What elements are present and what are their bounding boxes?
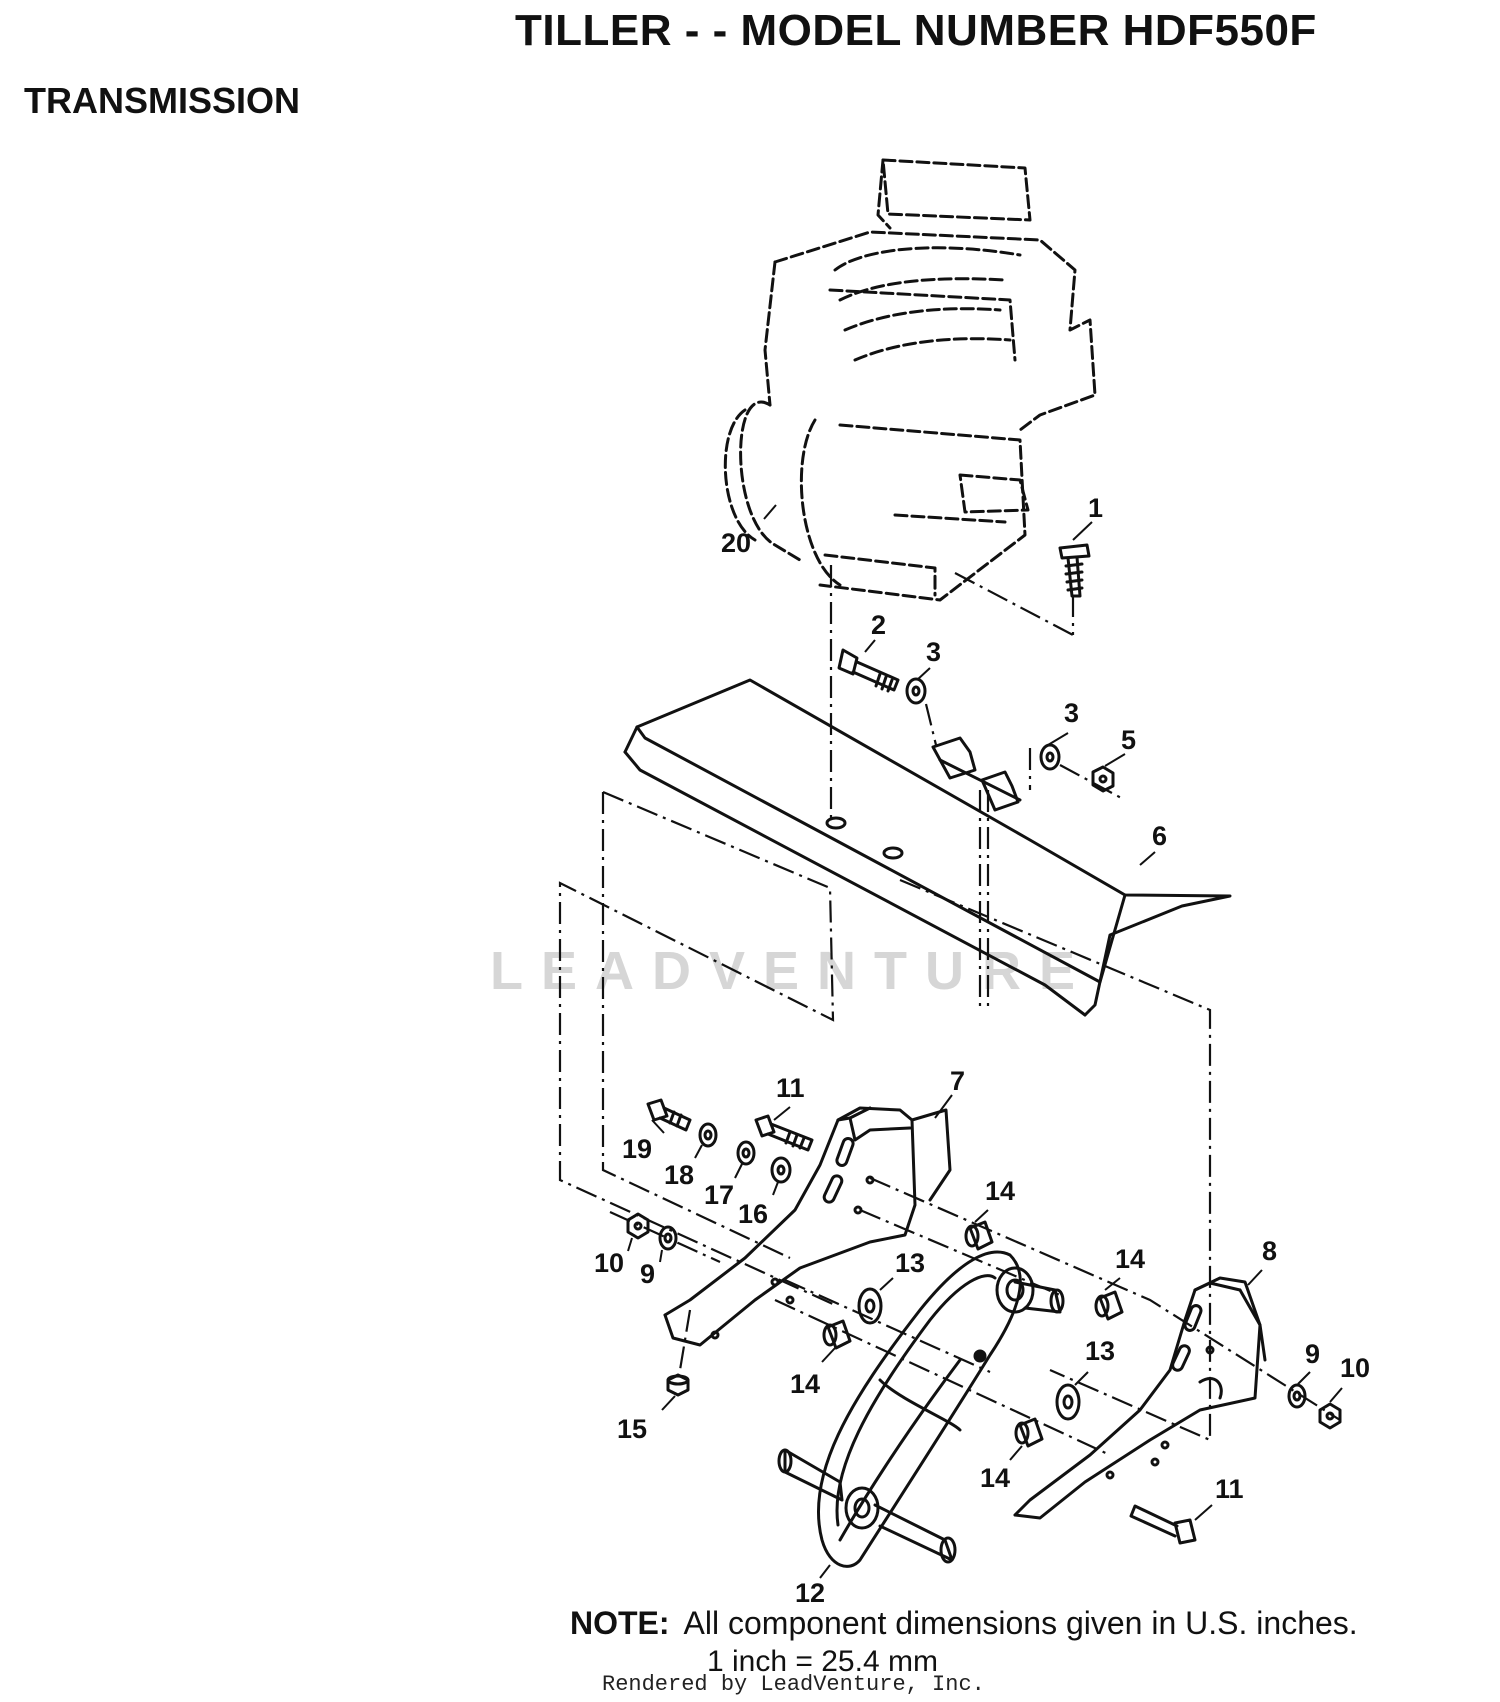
tine-shield [623, 678, 1232, 1017]
bolt-11-lower [1129, 1504, 1197, 1545]
callout-20: 20 [721, 528, 751, 558]
callout-13-a: 13 [895, 1248, 925, 1278]
callout-14-c: 14 [790, 1369, 820, 1399]
spacer-14-a [964, 1220, 994, 1251]
nut-15 [666, 1373, 690, 1397]
callout-9-right: 9 [1305, 1339, 1320, 1369]
callout-10-right: 10 [1340, 1353, 1370, 1383]
washer-17 [736, 1140, 756, 1166]
callout-14-b: 14 [1115, 1244, 1145, 1274]
nut-5 [1091, 765, 1115, 793]
spacer-14-b [1094, 1290, 1124, 1321]
spacer-14-c [822, 1319, 852, 1350]
page-title: TILLER - - MODEL NUMBER HDF550F [515, 6, 1317, 55]
callout-19: 19 [622, 1134, 652, 1164]
note-text: All component dimensions given in U.S. i… [683, 1605, 1358, 1641]
section-title: TRANSMISSION [24, 80, 301, 121]
callout-13-b: 13 [1085, 1336, 1115, 1366]
callout-numbers: 20 1 2 3 3 5 6 7 11 19 18 17 16 14 10 9 … [594, 493, 1370, 1608]
chain-case-12 [817, 1250, 1035, 1568]
watermark: LEADVENTURE [490, 941, 1094, 1001]
callout-11-upper: 11 [776, 1073, 805, 1103]
engine-outline [723, 158, 1097, 602]
callout-1: 1 [1088, 493, 1103, 523]
nut-10-left [626, 1212, 650, 1240]
bolt-2 [837, 648, 900, 693]
callout-16: 16 [738, 1199, 768, 1229]
callout-2: 2 [871, 610, 886, 640]
callout-15: 15 [617, 1414, 647, 1444]
shield-bracket [931, 736, 1022, 812]
callout-3-lower: 3 [1064, 698, 1079, 728]
callout-11-lower: 11 [1215, 1474, 1244, 1504]
tine-shaft [777, 1448, 957, 1564]
washer-3-lower [1039, 743, 1061, 771]
bolt-11-upper [754, 1114, 814, 1152]
bolt-19 [646, 1098, 692, 1132]
callout-10-left: 10 [594, 1248, 624, 1278]
washer-13-a [857, 1287, 883, 1325]
washer-18 [698, 1122, 718, 1148]
callout-14-a: 14 [985, 1176, 1015, 1206]
callout-14-d: 14 [980, 1463, 1010, 1493]
callout-17: 17 [704, 1180, 734, 1210]
callout-8: 8 [1262, 1236, 1277, 1266]
callout-12: 12 [795, 1578, 825, 1608]
callout-5: 5 [1121, 725, 1136, 755]
washer-13-b [1055, 1383, 1081, 1421]
callout-3-upper: 3 [926, 637, 941, 667]
washer-9-left [658, 1225, 678, 1251]
washer-16 [770, 1156, 792, 1184]
callout-6: 6 [1152, 821, 1167, 851]
output-shaft-upper [1013, 1280, 1065, 1314]
note-label: NOTE: [570, 1605, 670, 1641]
callout-18: 18 [664, 1160, 694, 1190]
note-conversion: 1 inch = 25.4 mm [707, 1645, 938, 1678]
callout-9-left: 9 [640, 1259, 655, 1289]
callout-7: 7 [950, 1066, 965, 1096]
washer-3-upper [905, 677, 927, 705]
spacer-14-d [1014, 1417, 1044, 1448]
bolt-1 [1058, 543, 1091, 598]
nut-10-right [1318, 1402, 1342, 1430]
side-plate-7 [663, 1106, 952, 1347]
render-credit: Rendered by LeadVenture, Inc. [602, 1672, 985, 1697]
note: NOTE: All component dimensions given in U… [570, 1605, 1358, 1642]
